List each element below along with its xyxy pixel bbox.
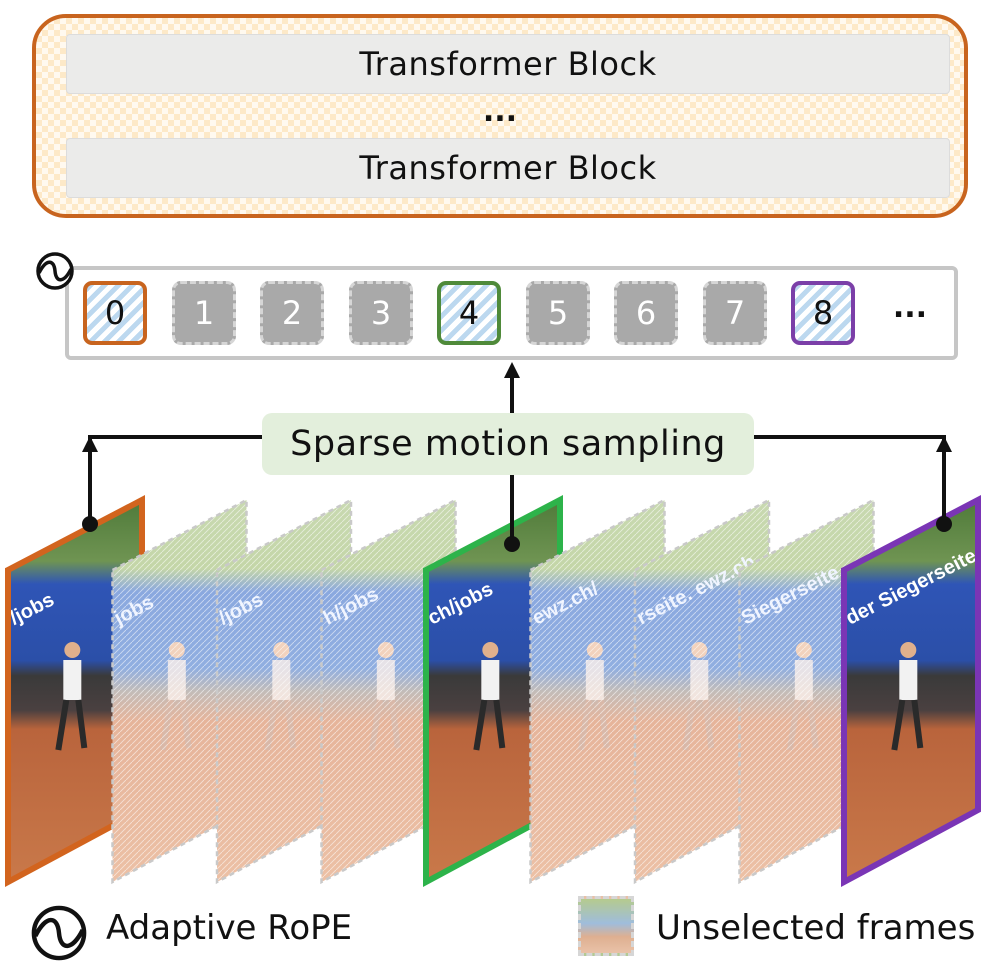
connector-frame-8 <box>754 435 946 522</box>
transformer-block-top: Transformer Block <box>66 34 950 94</box>
legend-rope-icon <box>31 905 87 961</box>
transformer-ellipsis: ... <box>482 94 518 129</box>
video-frames: /jobsjobs/jobsh/jobsch/jobsewz.ch/rseite… <box>5 495 997 888</box>
video-frame-3: h/jobs <box>320 497 457 885</box>
legend-unselected-swatch <box>578 896 634 956</box>
token-5: 5 <box>526 281 590 345</box>
token-ellipsis: ... <box>892 290 928 325</box>
arrowhead-left <box>82 436 98 452</box>
token-1: 1 <box>172 281 236 345</box>
arrowheads <box>82 362 952 452</box>
video-frame-8: der Siegerseite. c <box>841 495 997 888</box>
token-7: 7 <box>703 281 767 345</box>
token-0: 0 <box>83 281 147 345</box>
sample-dot-4 <box>504 536 520 552</box>
legend-unselected-label: Unselected frames <box>656 908 976 948</box>
token-6: 6 <box>614 281 678 345</box>
sample-dot-0 <box>82 516 98 532</box>
transformer-panel: Transformer Block ... Transformer Block <box>32 14 968 218</box>
sample-dot-8 <box>936 516 952 532</box>
token-2: 2 <box>260 281 324 345</box>
token-4: 4 <box>437 281 501 345</box>
video-frame-7: Siegerseite. <box>738 497 875 885</box>
token-3: 3 <box>349 281 413 345</box>
adaptive-rope-icon <box>36 252 74 290</box>
sparse-motion-sampling-label: Sparse motion sampling <box>262 413 754 475</box>
legend-rope-label: Adaptive RoPE <box>106 908 353 948</box>
arrowhead-up <box>504 362 520 378</box>
transformer-block-bottom: Transformer Block <box>66 138 950 198</box>
video-frame-4: ch/jobs <box>423 495 563 888</box>
video-frame-1: jobs <box>110 497 248 885</box>
token-8: 8 <box>791 281 855 345</box>
video-frame-2: /jobs <box>215 497 353 885</box>
arrowhead-right <box>936 436 952 452</box>
sample-dots <box>82 516 952 552</box>
video-frame-6: rseite. ewz.ch <box>633 497 771 885</box>
